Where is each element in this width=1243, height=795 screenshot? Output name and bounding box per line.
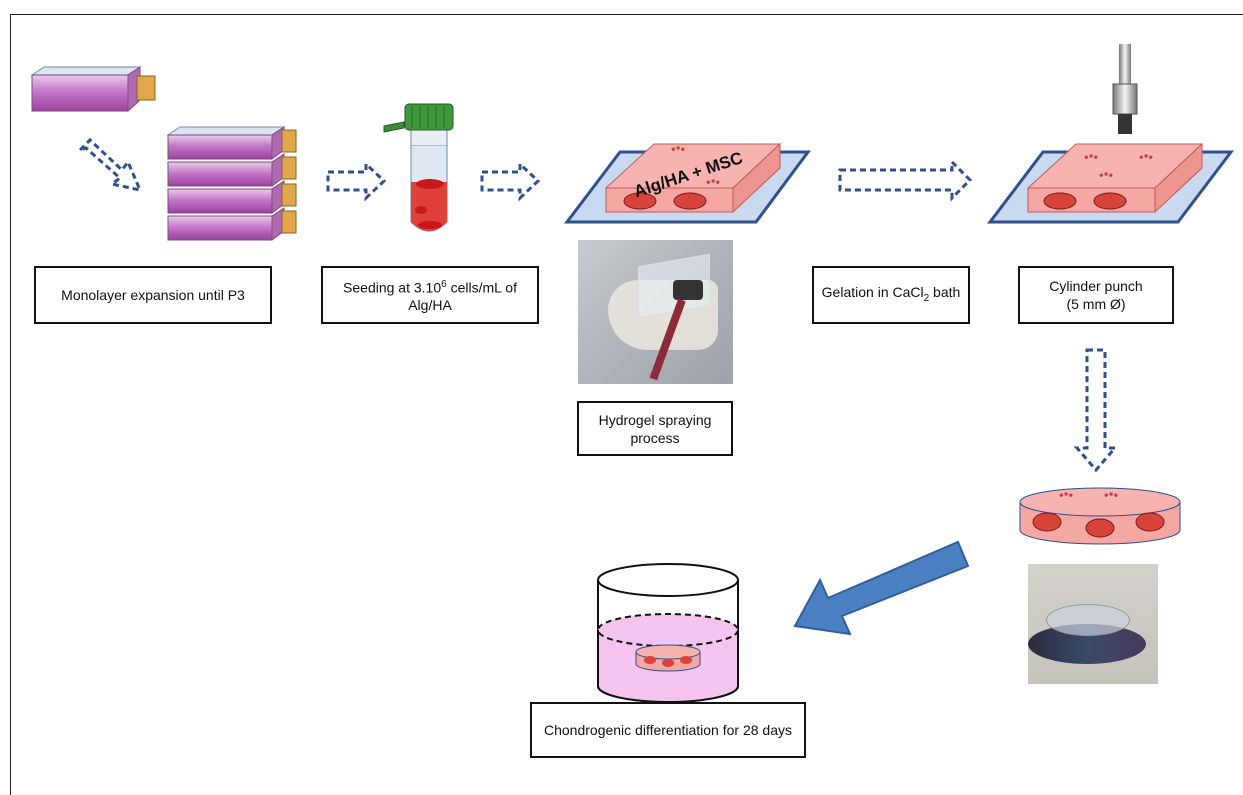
- punched-sheet-icon: [986, 142, 1235, 224]
- label-seeding: Seeding at 3.106 cells/mL of Alg/HA: [321, 266, 539, 324]
- hydrogel-sheet-icon: Alg/HA + MSC: [563, 142, 811, 224]
- single-flask-icon: [30, 66, 156, 113]
- disc-photo: [1028, 564, 1158, 684]
- hydrogel-disc-icon: [1019, 487, 1181, 545]
- label-cylinder-punch: Cylinder punch (5 mm Ø): [1018, 266, 1174, 324]
- label-chondrogenic: Chondrogenic differentiation for 28 days: [530, 702, 806, 758]
- culture-well-icon: [597, 563, 739, 703]
- big-arrow: [793, 540, 970, 636]
- punch-tool-icon: [1112, 44, 1138, 134]
- dashed-arrow-2: [480, 160, 541, 202]
- label-gelation: Gelation in CaCl2 bath: [812, 266, 970, 324]
- stacked-flasks-icon: [166, 126, 297, 241]
- dashed-arrow-3: [838, 158, 973, 202]
- dashed-arrow-1: [326, 160, 387, 202]
- tube-icon: [383, 103, 454, 232]
- spraying-photo: [578, 240, 733, 384]
- label-hydrogel-spraying: Hydrogel spraying process: [577, 401, 733, 456]
- dashed-arrow-diagonal: [78, 137, 143, 193]
- figure-frame: [10, 14, 1243, 795]
- dashed-arrow-down: [1073, 348, 1119, 473]
- label-monolayer: Monolayer expansion until P3: [34, 266, 272, 324]
